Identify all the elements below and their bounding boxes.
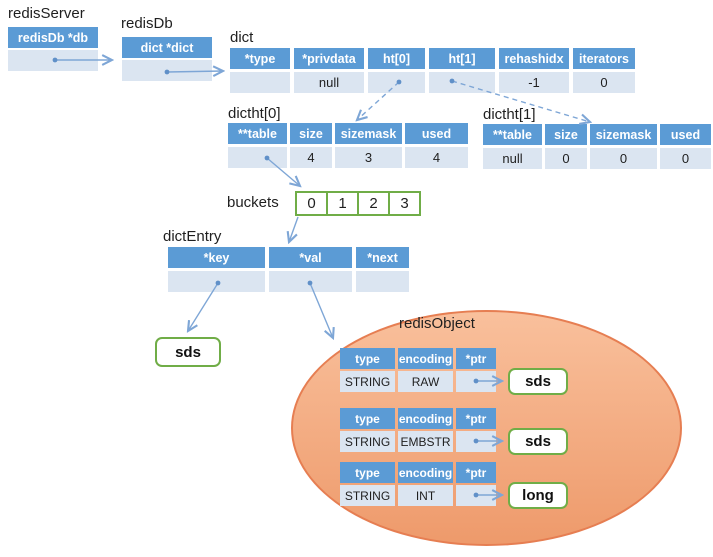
dict-value-iterators: 0 <box>573 72 635 93</box>
robj3-header-ptr: *ptr <box>456 462 496 483</box>
dictentry-header-val: *val <box>269 247 352 268</box>
robj3-header-encoding: encoding <box>398 462 453 483</box>
dictht0-label: dictht[0] <box>228 105 281 122</box>
robj2-value-type: STRING <box>340 431 395 452</box>
robj2-header-ptr: *ptr <box>456 408 496 429</box>
dict-header-type: *type <box>230 48 290 69</box>
dictht1-value-sizemask: 0 <box>590 148 657 169</box>
dict-value-row: null -1 0 <box>230 72 635 93</box>
redisdb-value-row <box>122 60 212 81</box>
dictentry-header-next: *next <box>356 247 409 268</box>
dict-value-rehashidx: -1 <box>499 72 569 93</box>
bucket-cell-0: 0 <box>295 191 328 216</box>
robj3-ptr-pointer-cell <box>456 485 496 506</box>
redisserver-label: redisServer <box>8 5 85 22</box>
redisobject-label: redisObject <box>399 315 475 332</box>
dict-label: dict <box>230 29 254 46</box>
dictht0-header-used: used <box>405 123 468 144</box>
robj1-header-encoding: encoding <box>398 348 453 369</box>
dictht1-value-size: 0 <box>545 148 587 169</box>
buckets-label: buckets <box>227 194 279 211</box>
robj3-value-type: STRING <box>340 485 395 506</box>
bucket-cell-2: 2 <box>357 191 390 216</box>
redisserver-header-row: redisDb *db <box>8 27 98 48</box>
robj2-ptr-pointer-cell <box>456 431 496 452</box>
robj2-value-encoding: EMBSTR <box>398 431 453 452</box>
dictentry-val-pointer-cell <box>269 271 352 292</box>
redisserver-value-row <box>8 50 98 71</box>
dict-header-privdata: *privdata <box>294 48 364 69</box>
dictht1-header-used: used <box>660 124 711 145</box>
long-target-box: long <box>508 482 568 509</box>
dict-value-ht1-pointer-cell <box>429 72 495 93</box>
dict-header-ht0: ht[0] <box>368 48 425 69</box>
dictht1-value-row: null 0 0 0 <box>483 148 711 169</box>
redisobject-table2-value-row: STRING EMBSTR <box>340 431 496 452</box>
dictht0-header-sizemask: sizemask <box>335 123 402 144</box>
dictht0-header-size: size <box>290 123 332 144</box>
dictht0-value-row: 4 3 4 <box>228 147 468 168</box>
robj2-header-type: type <box>340 408 395 429</box>
redisobject-table1-header-row: type encoding *ptr <box>340 348 496 369</box>
dictht0-header-row: **table size sizemask used <box>228 123 468 144</box>
dictentry-header-key: *key <box>168 247 265 268</box>
dictentry-next-cell <box>356 271 409 292</box>
buckets-array: 0 1 2 3 <box>295 191 421 216</box>
dictentry-key-pointer-cell <box>168 271 265 292</box>
robj1-value-type: STRING <box>340 371 395 392</box>
bucket-cell-1: 1 <box>326 191 359 216</box>
dictht1-header-table: **table <box>483 124 542 145</box>
dictht0-value-used: 4 <box>405 147 468 168</box>
bucket-cell-3: 3 <box>388 191 421 216</box>
dict-value-privdata: null <box>294 72 364 93</box>
redisobject-table3-value-row: STRING INT <box>340 485 496 506</box>
dictentry-value-row <box>168 271 409 292</box>
dict-header-iterators: iterators <box>573 48 635 69</box>
robj1-header-ptr: *ptr <box>456 348 496 369</box>
dictht0-header-table: **table <box>228 123 287 144</box>
redisserver-field-db: redisDb *db <box>8 27 98 48</box>
redisobject-table1-value-row: STRING RAW <box>340 371 496 392</box>
redisdb-dict-pointer-cell <box>122 60 212 81</box>
dictht1-header-size: size <box>545 124 587 145</box>
dict-header-rehashidx: rehashidx <box>499 48 569 69</box>
arrow-bucket0-to-dictentry <box>289 216 299 242</box>
robj1-ptr-pointer-cell <box>456 371 496 392</box>
dictht1-value-used: 0 <box>660 148 711 169</box>
dictht0-table-pointer-cell <box>228 147 287 168</box>
redisdb-field-dict: dict *dict <box>122 37 212 58</box>
redisdb-label: redisDb <box>121 15 173 32</box>
dictht1-header-sizemask: sizemask <box>590 124 657 145</box>
dict-header-ht1: ht[1] <box>429 48 495 69</box>
robj1-header-type: type <box>340 348 395 369</box>
dictentry-header-row: *key *val *next <box>168 247 409 268</box>
robj3-header-type: type <box>340 462 395 483</box>
dictht1-header-row: **table size sizemask used <box>483 124 711 145</box>
dict-value-type <box>230 72 290 93</box>
redisdb-header-row: dict *dict <box>122 37 212 58</box>
sds-target-box-1: sds <box>508 368 568 395</box>
robj1-value-encoding: RAW <box>398 371 453 392</box>
sds-key-box: sds <box>155 337 221 367</box>
redisobject-table2-header-row: type encoding *ptr <box>340 408 496 429</box>
dict-header-row: *type *privdata ht[0] ht[1] rehashidx it… <box>230 48 635 69</box>
sds-target-box-2: sds <box>508 428 568 455</box>
robj2-header-encoding: encoding <box>398 408 453 429</box>
dictentry-label: dictEntry <box>163 228 222 245</box>
dict-value-ht0-pointer-cell <box>368 72 425 93</box>
redisserver-db-pointer-cell <box>8 50 98 71</box>
dictht1-value-table: null <box>483 148 542 169</box>
dictht0-value-sizemask: 3 <box>335 147 402 168</box>
redisobject-table3-header-row: type encoding *ptr <box>340 462 496 483</box>
dictht0-value-size: 4 <box>290 147 332 168</box>
robj3-value-encoding: INT <box>398 485 453 506</box>
dictht1-label: dictht[1] <box>483 106 536 123</box>
